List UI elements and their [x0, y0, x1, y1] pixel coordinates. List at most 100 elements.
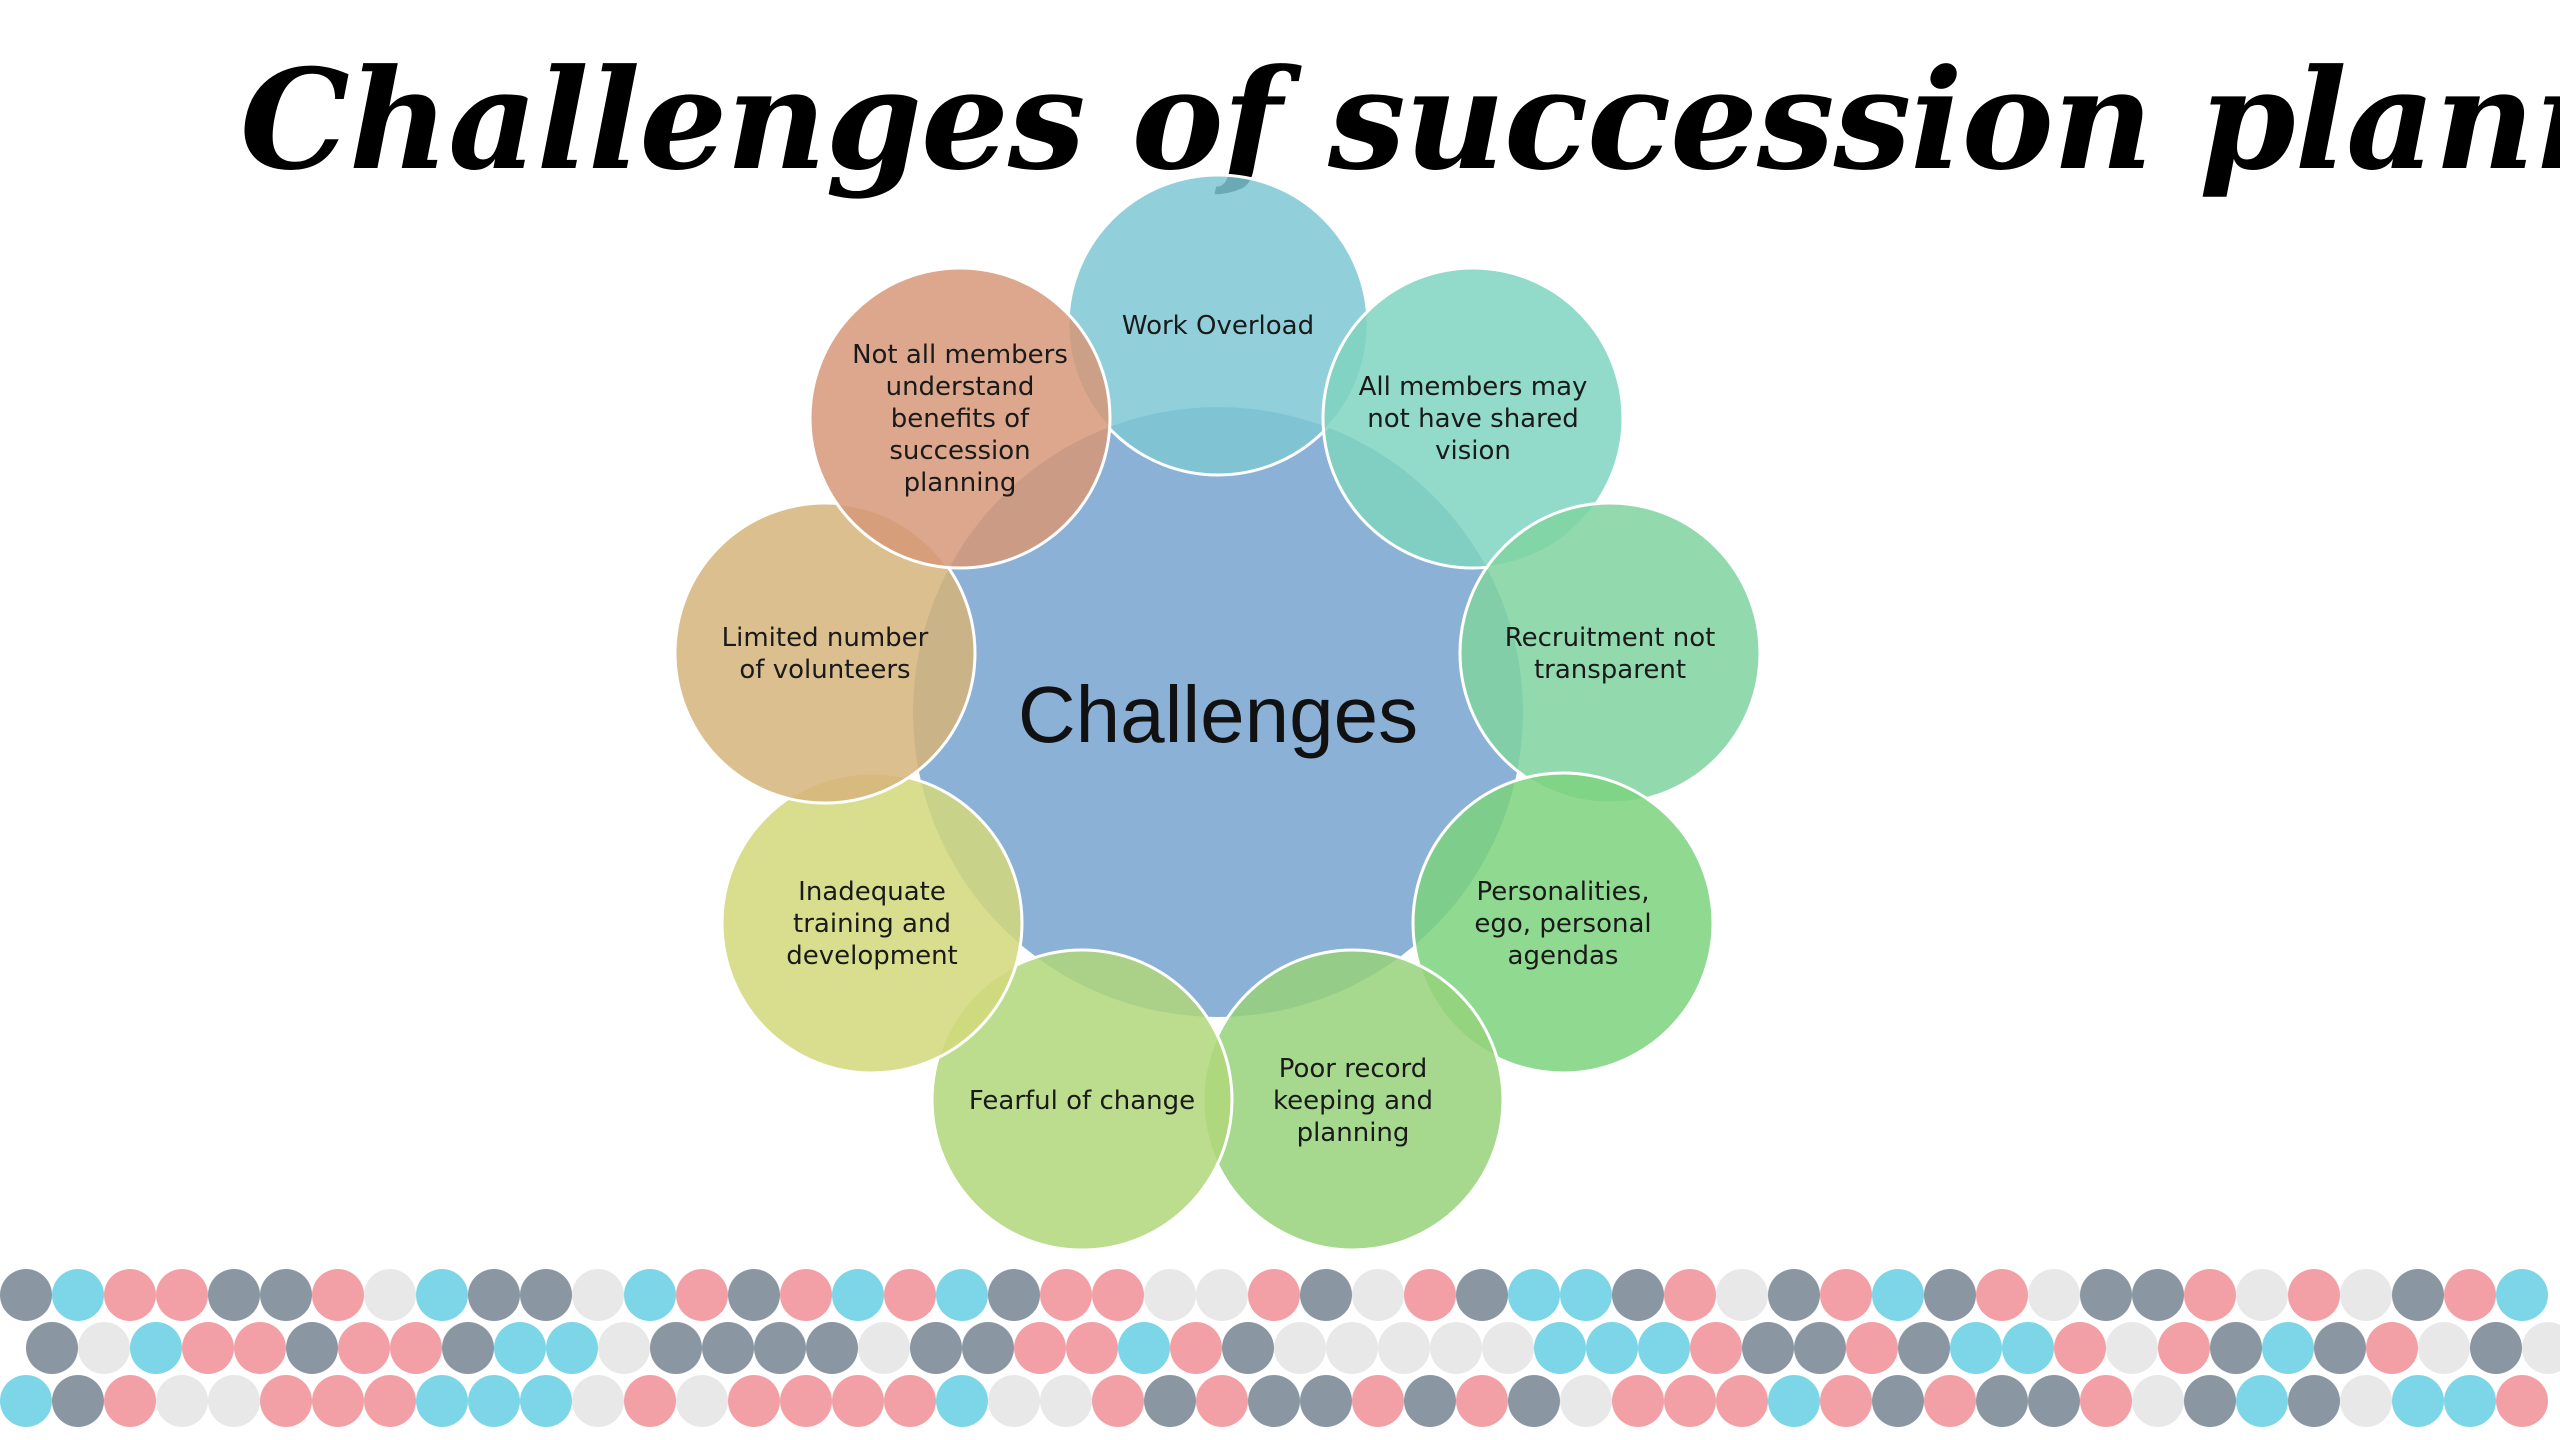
- decorative-dot: [1144, 1375, 1196, 1427]
- decorative-dot: [520, 1269, 572, 1321]
- decorative-dot: [1586, 1322, 1638, 1374]
- decorative-dot: [2340, 1375, 2392, 1427]
- decorative-dot: [104, 1269, 156, 1321]
- decorative-dot: [988, 1269, 1040, 1321]
- decorative-dot: [1014, 1322, 1066, 1374]
- decorative-dot: [1560, 1375, 1612, 1427]
- slide-title: Challenges of succession planning: [240, 38, 2560, 201]
- decorative-dot: [2444, 1269, 2496, 1321]
- decorative-dot: [1742, 1322, 1794, 1374]
- decorative-dot: [1794, 1322, 1846, 1374]
- challenge-label-6: Fearful of change: [969, 1086, 1195, 1116]
- decorative-dot: [312, 1375, 364, 1427]
- decorative-dot: [156, 1375, 208, 1427]
- decorative-dot: [1560, 1269, 1612, 1321]
- decorative-dot: [1404, 1269, 1456, 1321]
- decorative-dot: [2158, 1322, 2210, 1374]
- decorative-dot: [910, 1322, 962, 1374]
- decorative-dot: [1300, 1375, 1352, 1427]
- decorative-dot: [1716, 1375, 1768, 1427]
- decorative-dot: [182, 1322, 234, 1374]
- decorative-dot: [2522, 1322, 2560, 1374]
- decorative-dot: [1092, 1375, 1144, 1427]
- decorative-dot: [728, 1269, 780, 1321]
- challenge-circle-6: [930, 948, 1234, 1250]
- decorative-dot: [2314, 1322, 2366, 1374]
- decorative-dot: [884, 1269, 936, 1321]
- decorative-dot: [1430, 1322, 1482, 1374]
- decorative-dot: [2028, 1269, 2080, 1321]
- decorative-dot: [1612, 1375, 1664, 1427]
- decorative-dot: [1222, 1322, 1274, 1374]
- decorative-dot: [936, 1375, 988, 1427]
- decorative-dot: [2106, 1322, 2158, 1374]
- decorative-dot: [338, 1322, 390, 1374]
- decorative-dot: [2184, 1375, 2236, 1427]
- decorative-dot: [2288, 1269, 2340, 1321]
- decorative-dot: [676, 1375, 728, 1427]
- decorative-dot: [1768, 1269, 1820, 1321]
- decorative-dot: [1508, 1375, 1560, 1427]
- decorative-dot: [988, 1375, 1040, 1427]
- decorative-dot: [26, 1322, 78, 1374]
- decorative-dot: [754, 1322, 806, 1374]
- decorative-dot: [1118, 1322, 1170, 1374]
- decorative-dot: [1924, 1375, 1976, 1427]
- decorative-dot: [130, 1322, 182, 1374]
- decorative-dot: [2028, 1375, 2080, 1427]
- decorative-dot: [364, 1269, 416, 1321]
- decorative-dot: [650, 1322, 702, 1374]
- decorative-dot: [1404, 1375, 1456, 1427]
- decorative-dot: [2392, 1375, 2444, 1427]
- decorative-dot: [2002, 1322, 2054, 1374]
- decorative-dot: [2470, 1322, 2522, 1374]
- decorative-dot: [520, 1375, 572, 1427]
- decorative-dot: [1872, 1269, 1924, 1321]
- decorative-dot: [1300, 1269, 1352, 1321]
- decorative-dot: [2210, 1322, 2262, 1374]
- decorative-dot: [0, 1375, 52, 1427]
- decorative-dot: [494, 1322, 546, 1374]
- decorative-dot: [1378, 1322, 1430, 1374]
- decorative-dot: [1170, 1322, 1222, 1374]
- decorative-dot: [52, 1375, 104, 1427]
- decorative-dot: [702, 1322, 754, 1374]
- decorative-dot: [260, 1269, 312, 1321]
- decorative-dot: [624, 1269, 676, 1321]
- decorative-dot: [1690, 1322, 1742, 1374]
- decorative-dot: [2054, 1322, 2106, 1374]
- decorative-dot: [1248, 1375, 1300, 1427]
- decorative-dot: [1352, 1375, 1404, 1427]
- decorative-dot: [780, 1375, 832, 1427]
- decorative-dot: [2392, 1269, 2444, 1321]
- challenge-circle-4: [1411, 771, 1715, 1075]
- challenge-circle-2: [1321, 266, 1625, 570]
- decorative-dot: [1040, 1269, 1092, 1321]
- decorative-dot: [832, 1375, 884, 1427]
- decorative-dot: [884, 1375, 936, 1427]
- decorative-dot: [1534, 1322, 1586, 1374]
- decorative-dot: [2184, 1269, 2236, 1321]
- decorative-dot: [1456, 1269, 1508, 1321]
- decorative-dot: [1456, 1375, 1508, 1427]
- decorative-dot: [962, 1322, 1014, 1374]
- challenge-label-1: Work Overload: [1122, 311, 1314, 341]
- decorative-dot: [468, 1375, 520, 1427]
- footer-dot-pattern: [0, 1269, 2560, 1427]
- decorative-dot: [2080, 1269, 2132, 1321]
- decorative-dot: [936, 1269, 988, 1321]
- decorative-dot: [1976, 1269, 2028, 1321]
- decorative-dot: [1716, 1269, 1768, 1321]
- decorative-dot: [234, 1322, 286, 1374]
- decorative-dot: [1196, 1375, 1248, 1427]
- center-circle: [913, 407, 1523, 1017]
- decorative-dot: [546, 1322, 598, 1374]
- decorative-dot: [1898, 1322, 1950, 1374]
